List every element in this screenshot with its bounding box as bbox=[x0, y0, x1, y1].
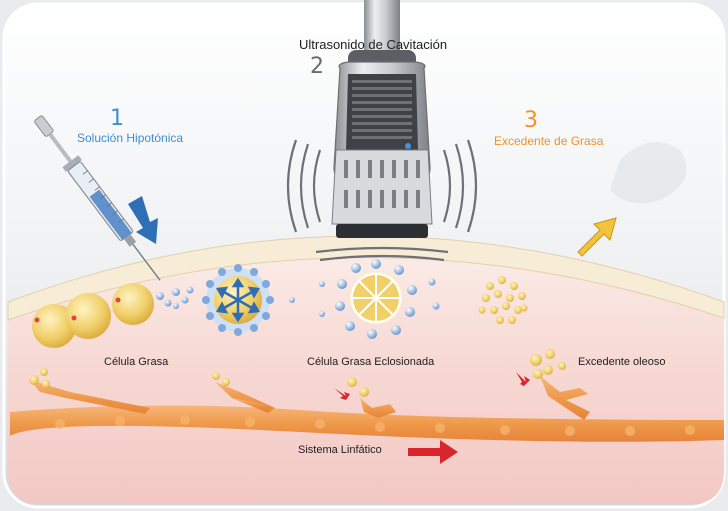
step-3-label: Excedente de Grasa bbox=[494, 134, 604, 148]
vibration-waves bbox=[286, 139, 478, 262]
step-3-number: 3 bbox=[524, 108, 538, 133]
step-1-label: Solución Hipotónica bbox=[77, 131, 184, 145]
burst-cell-label: Célula Grasa Eclosionada bbox=[307, 356, 435, 368]
lymphatic-system-label: Sistema Linfático bbox=[298, 444, 382, 456]
down-arrow-icon bbox=[128, 196, 158, 244]
oil-droplets bbox=[478, 276, 528, 324]
ultrasound-probe-icon bbox=[331, 0, 433, 238]
burst-fat-cell bbox=[289, 259, 440, 339]
step-1-number: 1 bbox=[110, 106, 124, 131]
right-arrow-icon bbox=[408, 440, 458, 464]
water-drops bbox=[156, 286, 194, 309]
syringe-icon bbox=[34, 115, 161, 281]
page-title: Ultrasonido de Cavitación bbox=[299, 37, 448, 52]
skin-surface bbox=[7, 235, 725, 321]
red-flow-arrows bbox=[334, 372, 530, 400]
step-2-number: 2 bbox=[310, 54, 324, 79]
up-arrow-icon bbox=[577, 142, 687, 257]
fat-cells bbox=[32, 283, 154, 348]
oil-excess-label: Excedente oleoso bbox=[578, 356, 666, 368]
swelling-fat-cell bbox=[202, 264, 274, 336]
lymphatic-vessel bbox=[10, 376, 724, 442]
oil-drops-vessel bbox=[29, 349, 566, 397]
fat-cell-label: Célula Grasa bbox=[104, 356, 169, 368]
